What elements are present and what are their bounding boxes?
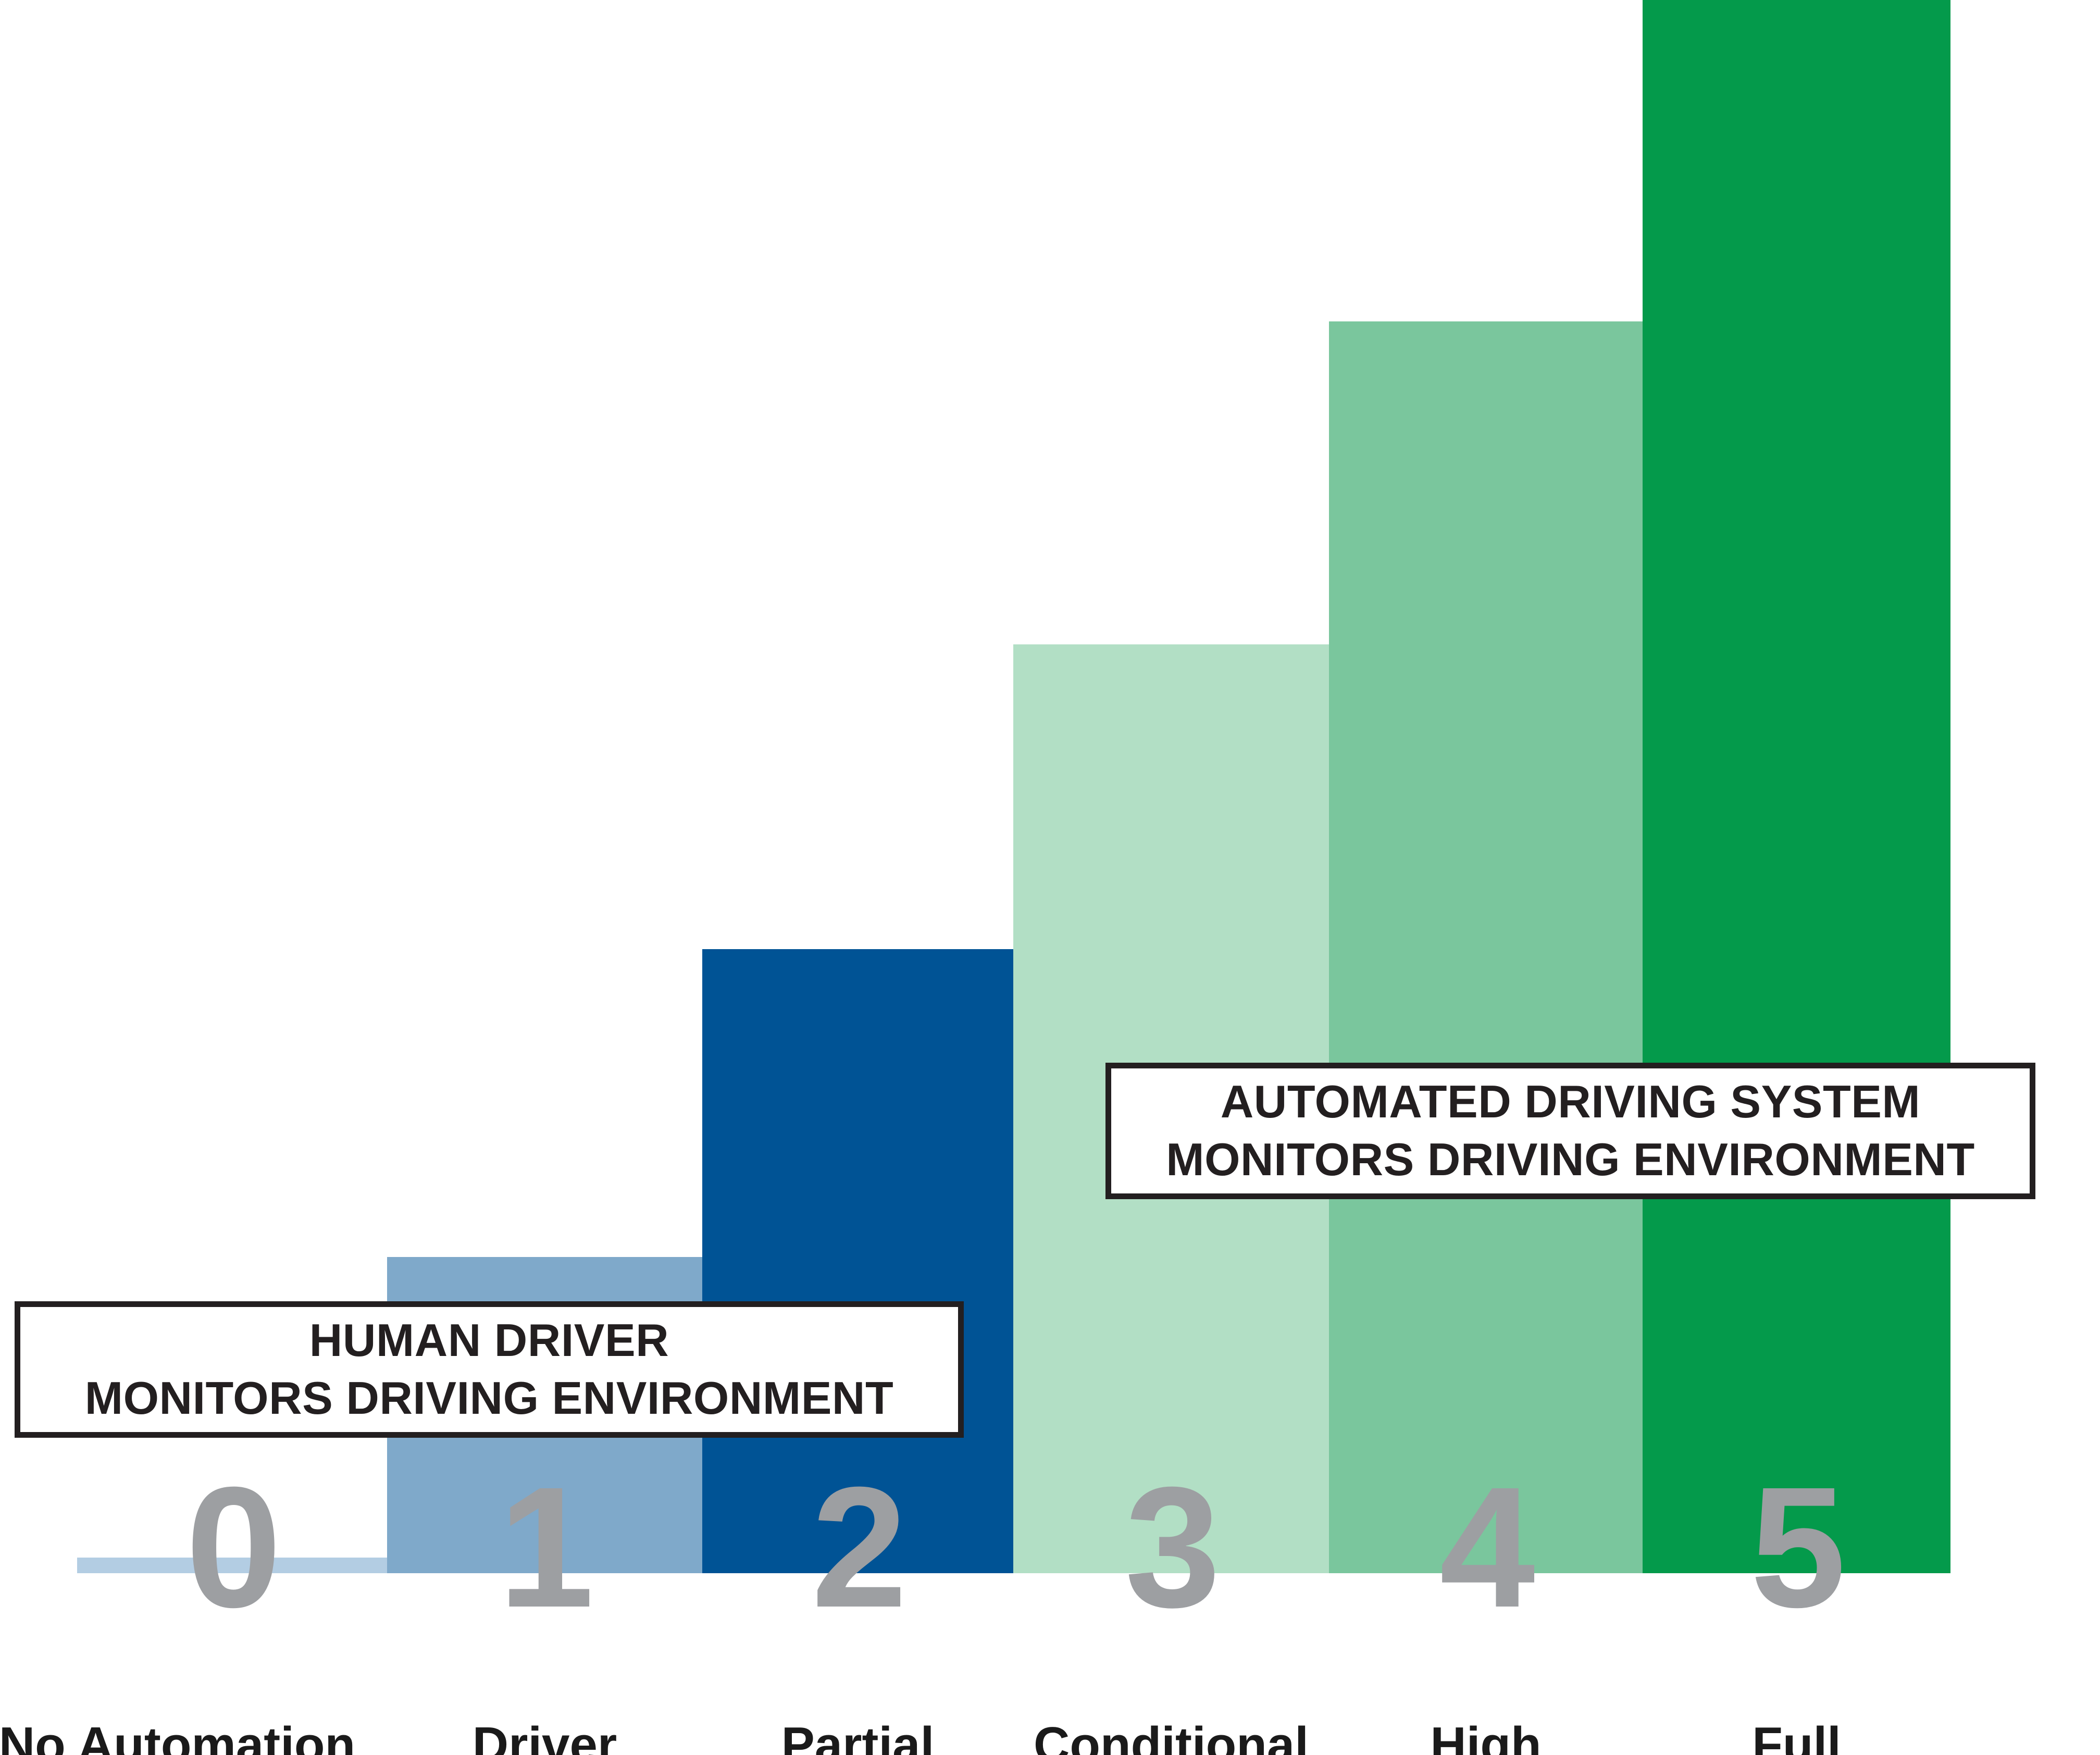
category-label-line1: Driver (472, 1717, 617, 1755)
callout-automated-driving-system-line1: AUTOMATED DRIVING SYSTEM (1220, 1076, 1921, 1128)
bar-level-5 (1643, 0, 1950, 1573)
bar-level-4 (1329, 321, 1643, 1573)
level-numeral-2: 2 (811, 1451, 908, 1643)
callout-automated-driving-system: AUTOMATED DRIVING SYSTEM MONITORS DRIVIN… (1105, 1063, 2035, 1199)
level-numeral-5: 5 (1750, 1451, 1846, 1643)
category-label-line1: High (1430, 1717, 1542, 1755)
level-numeral-4: 4 (1439, 1451, 1535, 1643)
category-label-level-1: Driver Assistance (387, 1657, 702, 1755)
category-label-line1: Conditional (1034, 1717, 1309, 1755)
category-label-level-5: Full Automation (1643, 1657, 1950, 1755)
category-label-level-0: No Automation (0, 1657, 375, 1755)
level-numeral-3: 3 (1125, 1451, 1221, 1643)
callout-automated-driving-system-line2: MONITORS DRIVING ENVIRONMENT (1166, 1134, 1975, 1185)
bar-level-0 (77, 1558, 387, 1573)
category-label-level-4: High Automation (1329, 1657, 1643, 1755)
callout-human-driver-line2: MONITORS DRIVING ENVIRONMENT (84, 1372, 894, 1424)
bar-level-2 (702, 949, 1013, 1573)
category-label-level-2: Partial Automation (702, 1657, 1013, 1755)
category-label-line1: No Automation (0, 1717, 356, 1755)
category-label-line1: Partial (781, 1717, 935, 1755)
callout-human-driver: HUMAN DRIVER MONITORS DRIVING ENVIRONMEN… (15, 1301, 964, 1438)
category-label-level-3: Conditional Automation (1013, 1657, 1329, 1755)
level-numeral-1: 1 (498, 1451, 594, 1643)
category-label-line1: Full (1752, 1717, 1841, 1755)
callout-human-driver-line1: HUMAN DRIVER (309, 1314, 669, 1366)
level-numeral-0: 0 (185, 1451, 282, 1643)
